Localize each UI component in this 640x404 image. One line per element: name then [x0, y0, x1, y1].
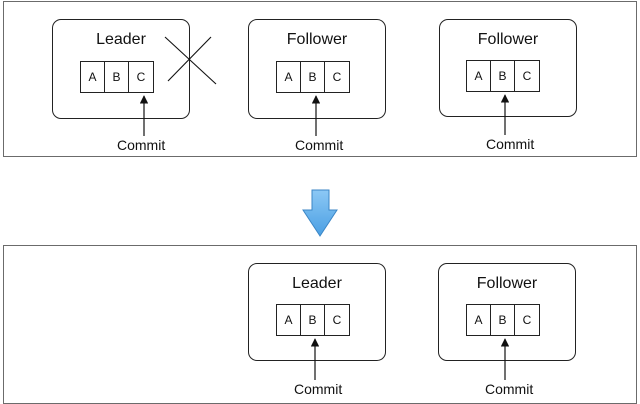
commit-label: Commit: [486, 136, 535, 152]
log-cell-c: C: [136, 70, 146, 84]
down-arrow-icon: [302, 189, 338, 237]
log-entries: A B C: [276, 61, 350, 93]
log-cell-b: B: [301, 62, 325, 92]
node-title: Leader: [96, 31, 146, 48]
log-cell-c: C: [332, 70, 342, 84]
log-cell-c: C: [522, 69, 532, 83]
bottom-leader-node: Leader A B C: [248, 263, 386, 361]
log-cell-c: C: [522, 313, 532, 327]
log-entries: A B C: [276, 304, 350, 336]
commit-label: Commit: [485, 381, 534, 397]
cross-icon: [164, 36, 217, 85]
node-title: Follower: [476, 275, 538, 292]
commit-label: Commit: [295, 137, 344, 153]
commit-label: Commit: [294, 381, 343, 397]
log-entries: A B C: [466, 60, 540, 92]
log-cell-b: B: [105, 62, 129, 92]
log-entries: A B C: [80, 61, 154, 93]
node-title: Follower: [286, 31, 348, 48]
log-cell-a: A: [277, 62, 301, 92]
log-cell-a: A: [81, 62, 105, 92]
top-follower-node-1: Follower A B C: [248, 19, 386, 119]
node-title: Leader: [292, 275, 342, 292]
commit-label: Commit: [117, 137, 166, 153]
log-entries: A B C: [466, 304, 540, 336]
log-cell-b: B: [301, 305, 325, 335]
log-cell-b: B: [491, 305, 515, 335]
log-cell-a: A: [467, 305, 491, 335]
log-cell-b: B: [491, 61, 515, 91]
node-title: Follower: [477, 31, 539, 48]
log-cell-a: A: [277, 305, 301, 335]
top-leader-node: Leader A B C: [52, 19, 190, 119]
log-cell-c: C: [332, 313, 342, 327]
log-cell-a: A: [467, 61, 491, 91]
